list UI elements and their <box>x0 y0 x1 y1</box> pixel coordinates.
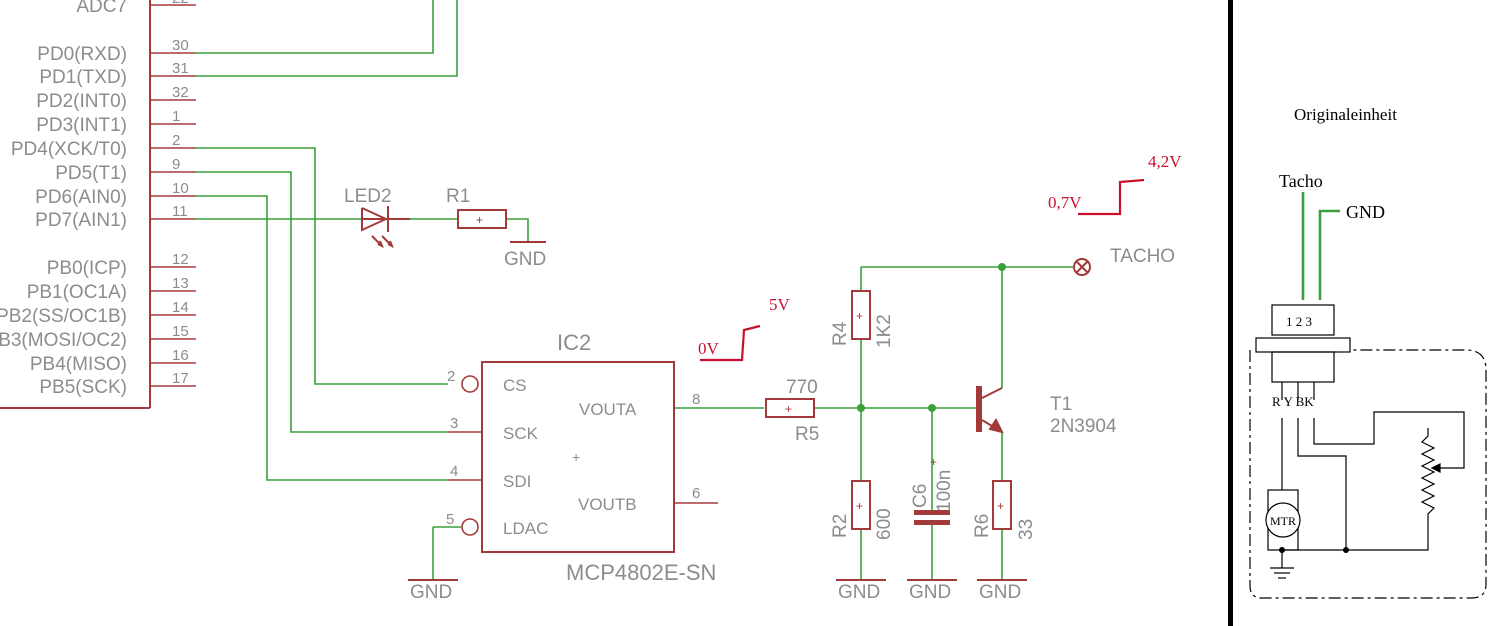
t1-transistor <box>976 386 1004 434</box>
pin-name: PB0(ICP) <box>47 258 127 279</box>
r2: + <box>851 480 871 530</box>
svg-text:+: + <box>476 213 483 227</box>
wire-colors: R Y BK <box>1272 394 1314 409</box>
pin-number: 2 <box>172 132 180 149</box>
ic2-pin-vouta: VOUTA <box>579 400 637 419</box>
ic2-pin-voutb: VOUTB <box>578 495 637 514</box>
r5-value: 770 <box>786 377 818 398</box>
tacho-low-voltage: 0,7V <box>1048 193 1082 212</box>
original-tacho-label: Tacho <box>1279 171 1323 191</box>
pin-name: PD3(INT1) <box>36 115 127 136</box>
pin-number: 17 <box>172 370 189 387</box>
pin-number: 1 <box>172 108 180 125</box>
gnd-label: GND <box>838 582 880 603</box>
pin-name: PB1(OC1A) <box>27 282 127 303</box>
wires <box>196 0 1073 580</box>
svg-text:+: + <box>997 499 1004 513</box>
gnd-label: GND <box>410 582 452 603</box>
c6-value: 100n <box>934 470 955 512</box>
pin-number: 10 <box>172 180 189 197</box>
pin-number: 30 <box>172 37 189 54</box>
microcontroller: ADC7 PD0(RXD) PD1(TXD) PD2(INT0) PD3(INT… <box>0 0 196 409</box>
pin-name: PB5(SCK) <box>39 377 127 398</box>
original-title: Originaleinheit <box>1294 105 1397 124</box>
gnd-label: GND <box>504 249 546 270</box>
net-junctions <box>857 263 1006 412</box>
ic2-pin-cs: CS <box>503 376 527 395</box>
pin-number: 9 <box>172 156 180 173</box>
dac-high-voltage: 5V <box>769 295 791 314</box>
r2-label: R2 <box>830 514 851 538</box>
ic2-ref: IC2 <box>557 330 591 355</box>
pin-name: PD7(AIN1) <box>35 210 127 231</box>
r2-value: 600 <box>874 508 895 540</box>
svg-text:+: + <box>856 309 863 323</box>
gnd-label: GND <box>979 582 1021 603</box>
pin-number: 12 <box>172 251 189 268</box>
pin-name: PD0(RXD) <box>37 44 127 65</box>
ic2-pin-sdi: SDI <box>503 472 531 491</box>
pin-name: PB4(MISO) <box>30 354 127 375</box>
r1: + <box>457 209 507 229</box>
pin-name: PB2(SS/OC1B) <box>0 306 127 327</box>
pin-number: 13 <box>172 275 189 292</box>
led2-label: LED2 <box>344 186 392 207</box>
led2 <box>361 206 410 249</box>
r4-value: 1K2 <box>874 314 895 348</box>
ic2-num-vouta: 8 <box>692 391 700 408</box>
dac-low-voltage: 0V <box>698 339 720 358</box>
ic2-num-ldac: 5 <box>446 511 454 528</box>
svg-text:+: + <box>856 499 863 513</box>
motor-label: MTR <box>1270 514 1296 528</box>
tacho-waveform <box>1078 178 1145 216</box>
ic2-part: MCP4802E-SN <box>566 560 716 585</box>
r6-label: R6 <box>972 514 993 538</box>
tacho-connector <box>1073 258 1091 276</box>
r4: + <box>851 290 871 340</box>
pin-name: PD4(XCK/T0) <box>11 139 127 160</box>
pin-number: 22 <box>172 0 189 7</box>
tacho-high-voltage: 4,2V <box>1148 152 1182 171</box>
pin-number: 32 <box>172 84 189 101</box>
gnd-label: GND <box>909 582 951 603</box>
ic2-pin-ldac: LDAC <box>503 519 548 538</box>
t1-ref: T1 <box>1050 394 1072 415</box>
ic2-num-sdi: 4 <box>450 463 458 480</box>
tacho-label: TACHO <box>1110 246 1175 267</box>
ic2-num-sck: 3 <box>450 415 458 432</box>
t1-part: 2N3904 <box>1050 416 1117 437</box>
svg-text:+: + <box>930 455 937 469</box>
ic2-pin-sck: SCK <box>503 424 539 443</box>
ic2-mcp4802: + <box>433 361 718 553</box>
r5: + <box>765 398 815 418</box>
svg-text:+: + <box>572 449 580 465</box>
pin-name: PD5(T1) <box>55 163 127 184</box>
c6-label: C6 <box>910 484 931 508</box>
r5-label: R5 <box>795 424 819 445</box>
c6: + <box>914 455 950 525</box>
ic2-num-cs: 2 <box>447 368 455 385</box>
r6-value: 33 <box>1016 519 1037 540</box>
connector-pins: 1 2 3 <box>1286 314 1312 329</box>
pin-name: PD1(TXD) <box>39 67 127 88</box>
ic2-num-voutb: 6 <box>692 485 700 502</box>
pin-name: PD2(INT0) <box>36 91 127 112</box>
pin-number: 31 <box>172 60 189 77</box>
svg-text:+: + <box>785 402 792 416</box>
pin-name: PD6(AIN0) <box>35 187 127 208</box>
original-gnd-label: GND <box>1346 202 1385 222</box>
r6: + <box>992 480 1012 530</box>
r4-label: R4 <box>830 321 851 346</box>
pin-name: ADC7 <box>76 0 127 17</box>
pin-number: 15 <box>172 323 189 340</box>
dac-waveform <box>700 324 761 362</box>
pin-name: PB3(MOSI/OC2) <box>0 330 127 351</box>
pin-number: 14 <box>172 299 189 316</box>
original-unit: Originaleinheit Tacho GND 1 2 3 <box>1249 105 1487 599</box>
pin-number: 11 <box>172 203 188 220</box>
pin-number: 16 <box>172 347 189 364</box>
r1-label: R1 <box>446 186 470 207</box>
